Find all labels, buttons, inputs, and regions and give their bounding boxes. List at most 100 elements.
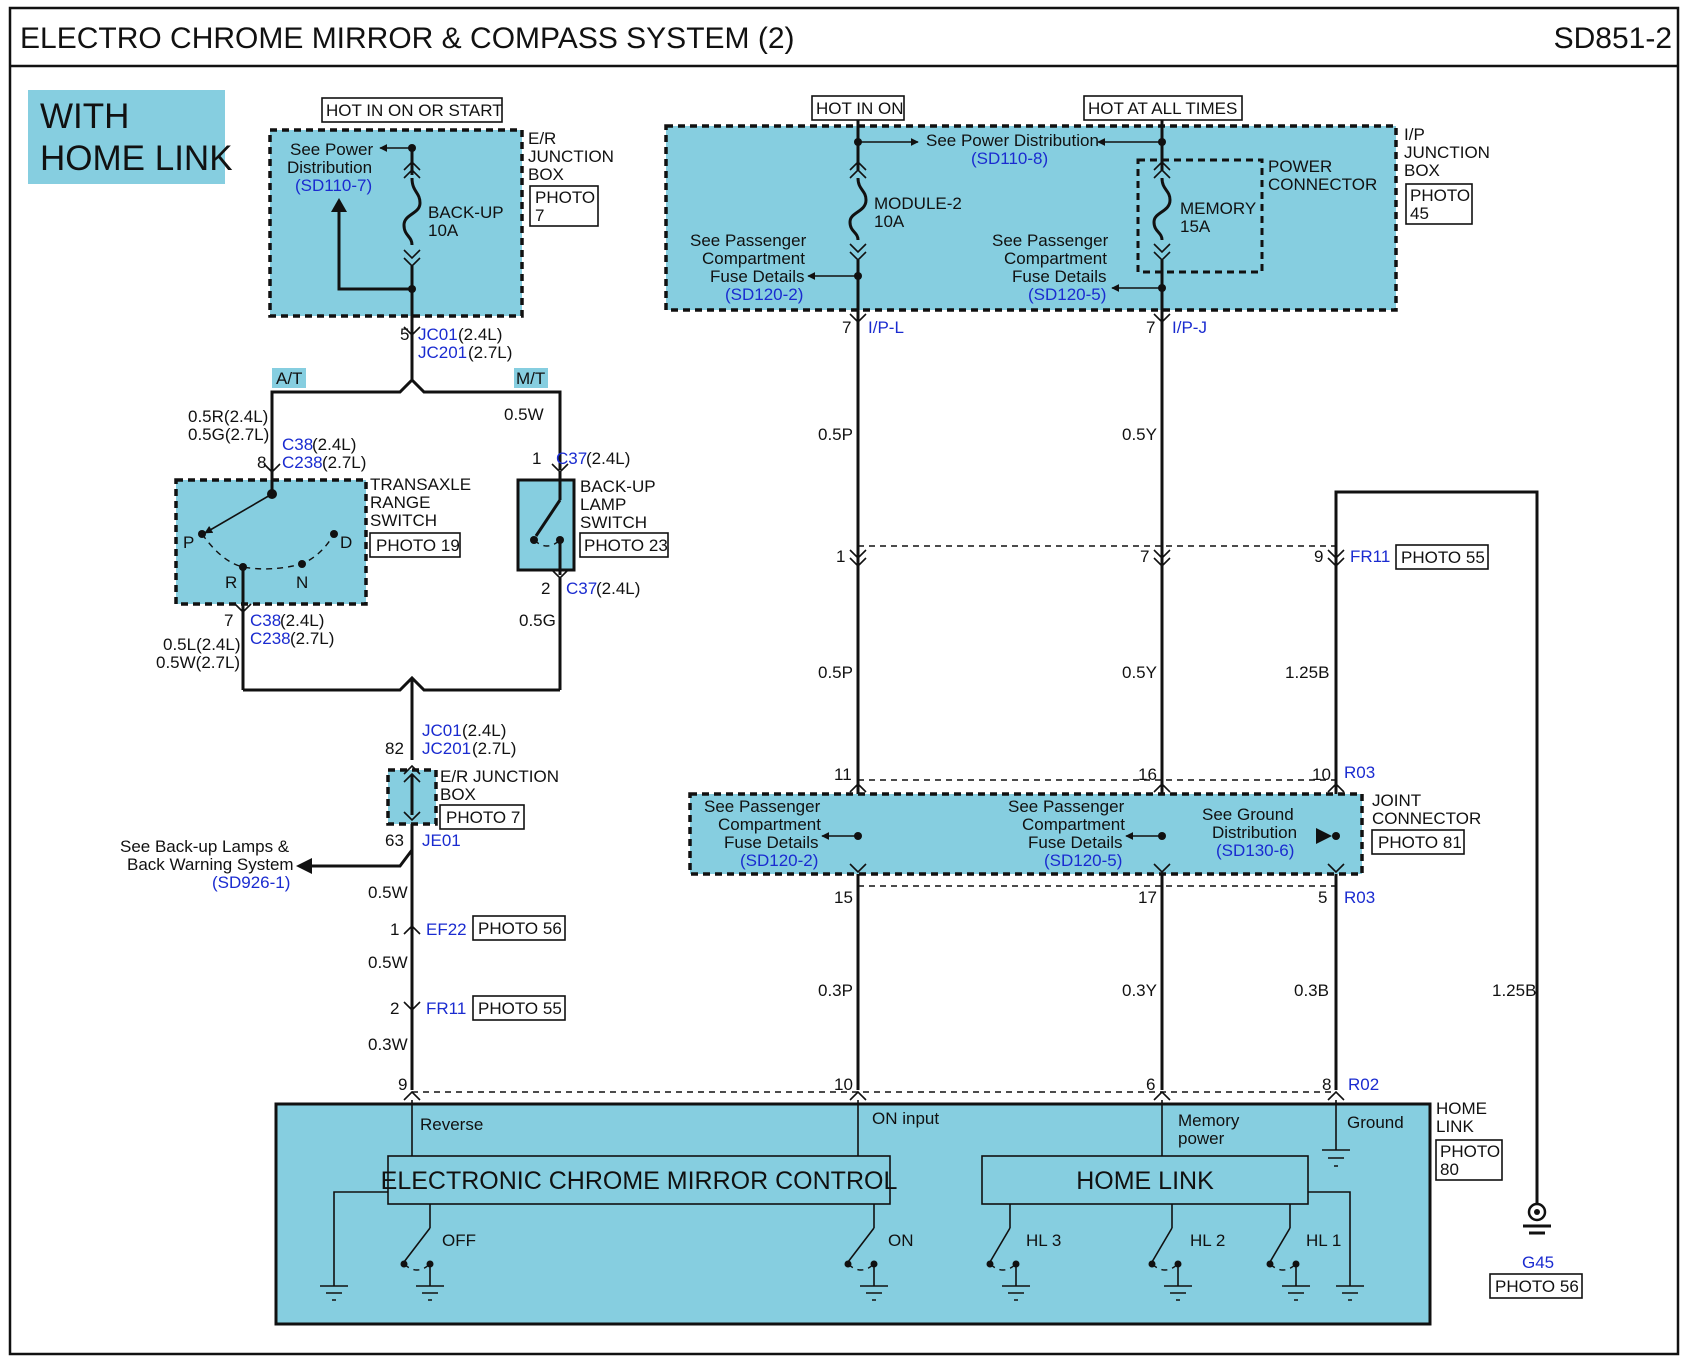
ip-box-photo: PHOTO [1410,186,1470,205]
c38b-spec: (2.4L) [280,611,324,630]
jc201b-spec: (2.7L) [472,739,516,758]
jc01b-spec: (2.4L) [462,721,506,740]
backup-lamp-label: BACK-UP [580,477,656,496]
ipj-label: I/P-J [1172,318,1207,337]
ip-box-name: I/P [1404,125,1425,144]
r03b-pin-3: 5 [1318,888,1327,907]
je01-pin: 63 [385,831,404,850]
r02-pin-2: 6 [1146,1075,1155,1094]
wire-at-1: 0.5R(2.4L) [188,407,268,426]
input-reverse: Reverse [420,1115,483,1134]
hot-in-on-label: HOT IN ON [816,99,904,118]
joint-ground-b: Distribution [1212,823,1297,842]
ip-pass2-a: See Passenger [992,231,1109,250]
joint-pass1-ref: (SD120-2) [740,851,818,870]
position-d: D [340,533,352,552]
jc201-label: JC201 [418,343,467,362]
er-box-name-2: JUNCTION [528,147,614,166]
er-box-name-3: BOX [528,165,564,184]
jc01b-label: JC01 [422,721,462,740]
c38b-pin: 7 [224,611,233,630]
er-fuse-name: BACK-UP [428,203,504,222]
ip-box-name-3: BOX [1404,161,1440,180]
ecm-label: ELECTRONIC CHROME MIRROR CONTROL [381,1167,898,1195]
input-memory-2: power [1178,1129,1225,1148]
jc201-spec: (2.7L) [468,343,512,362]
r03-label: R03 [1344,763,1375,782]
r02-pin-1: 10 [834,1075,853,1094]
ip-pass2-b: Compartment [1004,249,1107,268]
wire-tr-1: 0.5L(2.4L) [163,635,241,654]
r03-pin-2: 16 [1138,765,1157,784]
wire-03p: 0.3P [818,981,853,1000]
erj-label-2: BOX [440,785,476,804]
joint-pass2-c: Fuse Details [1028,833,1122,852]
switch-label: SWITCH [370,511,437,530]
fr11-photo: PHOTO 55 [478,999,562,1018]
wire-05y-b: 0.5Y [1122,663,1157,682]
c37b-pin: 2 [541,579,550,598]
mt-label: M/T [516,369,545,388]
home-link-name-1: HOME [1436,1099,1487,1118]
joint-pass2-ref: (SD120-5) [1044,851,1122,870]
c238-label: C238 [282,453,323,472]
er-box-photo: PHOTO [535,188,595,207]
c238b-label: C238 [250,629,291,648]
joint-pass2-a: See Passenger [1008,797,1125,816]
position-n: N [296,573,308,592]
ipj-pin: 7 [1146,318,1155,337]
page-code: SD851-2 [1554,22,1672,55]
ip-pass1-c: Fuse Details [710,267,804,286]
ef22-label: EF22 [426,920,467,939]
hot-at-all-times-label: HOT AT ALL TIMES [1088,99,1237,118]
joint-pass1-a: See Passenger [704,797,821,816]
g45-label: G45 [1522,1253,1554,1272]
wire-05w-a: 0.5W [368,883,408,902]
wire-05p-b: 0.5P [818,663,853,682]
joint-pass2-b: Compartment [1022,815,1125,834]
jc01-label: JC01 [418,325,458,344]
at-label: A/T [276,369,302,388]
r02-pin-3: 8 [1322,1075,1331,1094]
ip-see-power-ref: (SD110-8) [971,149,1048,168]
c38-spec: (2.4L) [312,435,356,454]
wire-05y-a: 0.5Y [1122,425,1157,444]
badge-line-2: HOME LINK [40,139,233,178]
c38-pin: 8 [257,453,266,472]
ipl-pin: 7 [842,318,851,337]
home-link-label: HOME LINK [1076,1167,1214,1195]
er-fuse-rating: 10A [428,221,459,240]
switch-off-label: OFF [442,1231,476,1250]
home-link-photo-number: 80 [1440,1160,1459,1179]
c37-spec: (2.4L) [586,449,630,468]
home-link-module: 9 HOME LINK PHOTO 80 Reverse ON input Me… [274,1075,1503,1326]
ef22-photo: PHOTO 56 [478,919,562,938]
c37-pin: 1 [532,449,541,468]
wire-at-2: 0.5G(2.7L) [188,425,269,444]
left-branch: 5 JC01 (2.4L) JC201 (2.7L) A/T M/T 0.5R(… [120,325,669,1090]
jc-b-pin: 82 [385,739,404,758]
input-memory-1: Memory [1178,1111,1240,1130]
r03b-pin-1: 15 [834,888,853,907]
range-label: RANGE [370,493,430,512]
switch-on-label: ON [888,1231,914,1250]
er-see-ref: (SD110-7) [295,176,372,195]
right-branch: 7 I/P-L 7 I/P-J 0.5P 0.5Y 1 7 9 FR11 PHO… [412,313,1539,1170]
hot-in-on-or-start-label: HOT IN ON OR START [326,101,503,120]
ipl-label: I/P-L [868,318,904,337]
ip-junction-box: HOT IN ON HOT AT ALL TIMES I/P JUNCTION … [664,95,1490,322]
lamp-label: LAMP [580,495,626,514]
fr11-pin: 2 [390,999,399,1018]
r03b-pin-2: 17 [1138,888,1157,907]
badge-line-1: WITH [40,97,129,136]
input-on: ON input [872,1109,939,1128]
c37b-label: C37 [566,579,597,598]
wire-tr-2: 0.5W(2.7L) [156,653,240,672]
ip-pass2-ref: (SD120-5) [1028,285,1106,304]
erj-label-1: E/R JUNCTION [440,767,559,786]
wire-03w: 0.3W [368,1035,408,1054]
position-r: R [225,573,237,592]
je01-label: JE01 [422,831,461,850]
position-p: P [183,533,194,552]
transaxle-label: TRANSAXLE [370,475,471,494]
